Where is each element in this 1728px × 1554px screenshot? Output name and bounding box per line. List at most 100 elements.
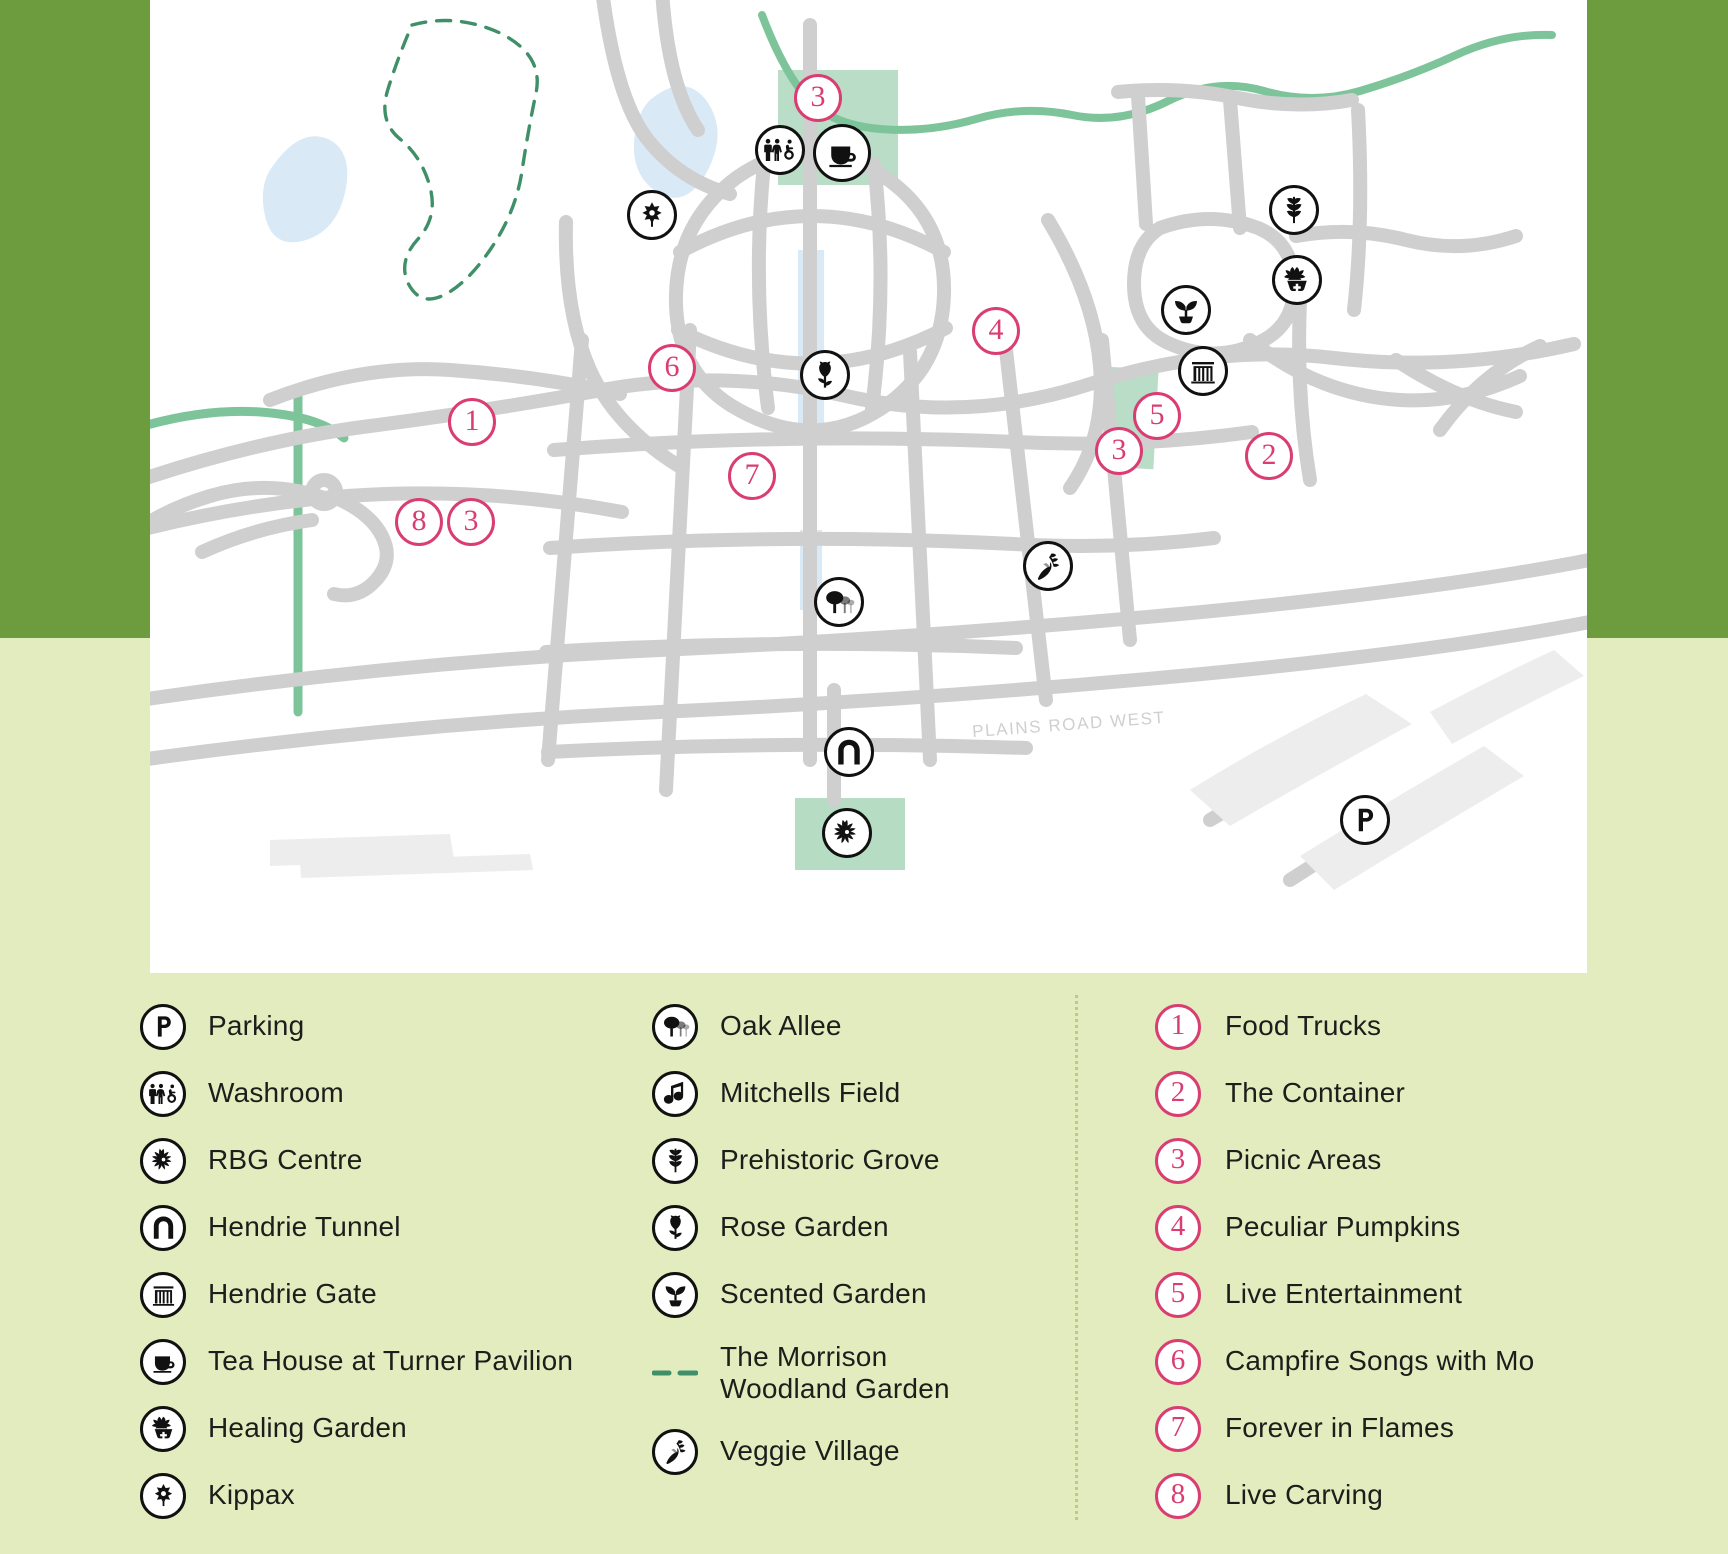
legend-item-scented-garden[interactable]: Scented Garden <box>652 1261 1072 1328</box>
map-number-marker-2[interactable]: 2 <box>1245 432 1293 480</box>
legend-item-forever-in-flames[interactable]: 7 Forever in Flames <box>1155 1395 1675 1462</box>
sprout-icon <box>1171 295 1201 325</box>
number-badge: 1 <box>1155 1003 1201 1050</box>
park-map[interactable]: PLAINS ROAD WEST <box>150 0 1587 973</box>
legend-column-events: 1 Food Trucks 2 The Container 3 Picnic A… <box>1155 993 1675 1529</box>
legend-label: Campfire Songs with Mo <box>1225 1345 1535 1377</box>
map-number-marker-7[interactable]: 7 <box>728 452 776 500</box>
legend-item-mitchells-field[interactable]: Mitchells Field <box>652 1060 1072 1127</box>
legend-item-rose-garden[interactable]: Rose Garden <box>652 1194 1072 1261</box>
legend-label: Washroom <box>208 1077 344 1109</box>
legend-item-veggie-village[interactable]: Veggie Village <box>652 1418 1072 1485</box>
legend-item-hendrie-gate[interactable]: Hendrie Gate <box>140 1261 610 1328</box>
legend-label: Tea House at Turner Pavilion <box>208 1345 574 1377</box>
legend-item-peculiar-pumpkins[interactable]: 4 Peculiar Pumpkins <box>1155 1194 1675 1261</box>
legend-item-rbg-centre[interactable]: RBG Centre <box>140 1127 610 1194</box>
legend-item-picnic-areas[interactable]: 3 Picnic Areas <box>1155 1127 1675 1194</box>
legend-label: Hendrie Tunnel <box>208 1211 401 1243</box>
legend-label: Peculiar Pumpkins <box>1225 1211 1461 1243</box>
map-number-marker-8[interactable]: 8 <box>395 498 443 546</box>
tunnel-icon <box>140 1204 186 1251</box>
legend-item-oak-allee[interactable]: Oak Allee <box>652 993 1072 1060</box>
map-number-marker-3b[interactable]: 3 <box>1095 427 1143 475</box>
legend-label: Mitchells Field <box>720 1077 901 1109</box>
number-badge: 4 <box>1155 1204 1201 1251</box>
number-badge: 2 <box>1155 1070 1201 1117</box>
legend-item-live-carving[interactable]: 8 Live Carving <box>1155 1462 1675 1529</box>
gate-icon <box>140 1271 186 1318</box>
legend-item-live-entertainment[interactable]: 5 Live Entertainment <box>1155 1261 1675 1328</box>
legend-label: Parking <box>208 1010 305 1042</box>
rbg-icon <box>832 818 862 848</box>
map-number-marker-3c[interactable]: 3 <box>447 498 495 546</box>
number-badge: 6 <box>1155 1338 1201 1385</box>
legend-item-the-container[interactable]: 2 The Container <box>1155 1060 1675 1127</box>
legend-item-parking[interactable]: Parking <box>140 993 610 1060</box>
number-badge: 3 <box>1155 1137 1201 1184</box>
map-marker-washroom[interactable] <box>755 125 805 175</box>
washroom-icon <box>763 138 797 162</box>
map-marker-hendrie-tunnel[interactable] <box>824 727 874 777</box>
washroom-icon <box>140 1070 186 1117</box>
legend-label: Food Trucks <box>1225 1010 1382 1042</box>
number-badge: 8 <box>1155 1472 1201 1519</box>
legend-item-campfire-songs-with-mo[interactable]: 6 Campfire Songs with Mo <box>1155 1328 1675 1395</box>
gate-icon <box>1188 356 1218 386</box>
legend-item-tea-house[interactable]: Tea House at Turner Pavilion <box>140 1328 610 1395</box>
legend-column-gardens: Oak Allee Mitchells Field Prehistoric Gr… <box>652 993 1072 1485</box>
map-marker-parking[interactable] <box>1340 795 1390 845</box>
map-number-marker-1[interactable]: 1 <box>448 398 496 446</box>
map-marker-oak-allee[interactable] <box>814 577 864 627</box>
legend-column-amenities: Parking Washroom RBG Centre Hendrie Tunn… <box>140 993 610 1529</box>
legend-label: The Morrison Woodland Garden <box>720 1340 950 1404</box>
legend-item-prehistoric-grove[interactable]: Prehistoric Grove <box>652 1127 1072 1194</box>
legend-label: Rose Garden <box>720 1211 889 1243</box>
legend-label: Scented Garden <box>720 1278 927 1310</box>
legend-item-food-trucks[interactable]: 1 Food Trucks <box>1155 993 1675 1060</box>
flower-icon <box>140 1472 186 1519</box>
map-number-marker-6[interactable]: 6 <box>648 344 696 392</box>
map-legend: Parking Washroom RBG Centre Hendrie Tunn… <box>0 973 1728 1554</box>
legend-item-washroom[interactable]: Washroom <box>140 1060 610 1127</box>
legend-item-hendrie-tunnel[interactable]: Hendrie Tunnel <box>140 1194 610 1261</box>
map-marker-healing-garden[interactable] <box>1272 255 1322 305</box>
fern-icon <box>652 1137 698 1184</box>
map-marker-hendrie-gate[interactable] <box>1178 346 1228 396</box>
map-number-marker-5[interactable]: 5 <box>1133 392 1181 440</box>
map-marker-tea-house[interactable] <box>813 124 871 182</box>
legend-item-kippax[interactable]: Kippax <box>140 1462 610 1529</box>
legend-label: Picnic Areas <box>1225 1144 1382 1176</box>
number-badge: 7 <box>1155 1405 1201 1452</box>
oak-icon <box>652 1003 698 1050</box>
sprout-icon <box>652 1271 698 1318</box>
map-marker-rose-garden[interactable] <box>800 350 850 400</box>
map-marker-prehistoric-grove[interactable] <box>1269 185 1319 235</box>
legend-label: Live Carving <box>1225 1479 1384 1511</box>
rose-icon <box>810 360 840 390</box>
parking-icon <box>140 1003 186 1050</box>
legend-label: Oak Allee <box>720 1010 842 1042</box>
healing-icon <box>140 1405 186 1452</box>
legend-label: Healing Garden <box>208 1412 407 1444</box>
legend-label: Prehistoric Grove <box>720 1144 940 1176</box>
carrot-icon <box>652 1428 698 1475</box>
number-badge: 5 <box>1155 1271 1201 1318</box>
map-number-marker-4[interactable]: 4 <box>972 307 1020 355</box>
legend-item-morrison-woodland-garden[interactable]: The Morrison Woodland Garden <box>652 1328 1072 1418</box>
parking-icon <box>1350 805 1380 835</box>
healing-icon <box>1282 265 1312 295</box>
map-marker-kippax[interactable] <box>627 190 677 240</box>
map-marker-veggie-village[interactable] <box>1023 541 1073 591</box>
fern-icon <box>1279 195 1309 225</box>
map-marker-rbg-centre[interactable] <box>822 808 872 858</box>
dashed-line-icon <box>652 1350 698 1396</box>
teacup-icon <box>140 1338 186 1385</box>
legend-item-healing-garden[interactable]: Healing Garden <box>140 1395 610 1462</box>
map-marker-scented-garden[interactable] <box>1161 285 1211 335</box>
legend-label: RBG Centre <box>208 1144 363 1176</box>
rose-icon <box>652 1204 698 1251</box>
map-number-marker-3a[interactable]: 3 <box>794 74 842 122</box>
flower-icon <box>637 200 667 230</box>
legend-label: Veggie Village <box>720 1435 900 1467</box>
legend-label: Forever in Flames <box>1225 1412 1455 1444</box>
